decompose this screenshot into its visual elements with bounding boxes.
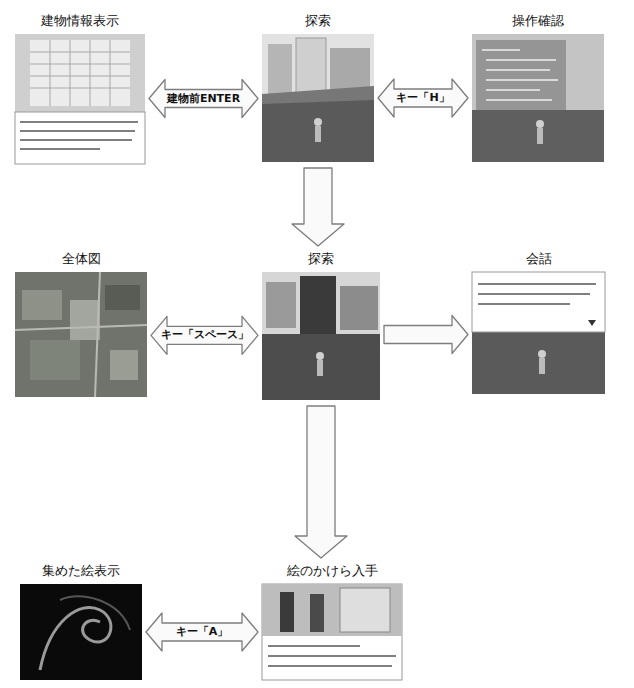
screen-title: 集めた絵表示 xyxy=(20,562,142,582)
conversation-screenshot xyxy=(472,272,605,394)
map-screenshot xyxy=(15,272,147,397)
block-arrow xyxy=(384,316,468,354)
screen-node: 会話 xyxy=(472,250,605,394)
screen-title: 会話 xyxy=(472,250,605,270)
screen-title: 操作確認 xyxy=(472,12,604,32)
screen-node: 集めた絵表示 xyxy=(20,562,142,680)
screen-title: 絵のかけら入手 xyxy=(262,562,402,582)
block-arrow xyxy=(295,406,347,558)
key-label: キー「A」 xyxy=(174,625,231,639)
screen-node: 建物情報表示 xyxy=(15,12,145,164)
block-arrow xyxy=(146,613,258,651)
controls-screenshot xyxy=(472,34,604,162)
block-arrow xyxy=(378,79,468,117)
screen-node: 探索 xyxy=(262,250,380,400)
explore-screenshot xyxy=(262,272,380,400)
building-screenshot xyxy=(15,34,145,164)
block-arrow xyxy=(149,80,258,118)
screen-node: 操作確認 xyxy=(472,12,604,162)
piece-screenshot xyxy=(262,584,402,680)
block-arrow xyxy=(151,316,258,354)
key-label: キー「スペース」 xyxy=(159,328,251,342)
block-arrow xyxy=(292,168,344,246)
key-label: 建物前ENTER xyxy=(165,92,242,106)
key-label: キー「H」 xyxy=(394,91,451,105)
screen-title: 探索 xyxy=(262,12,374,32)
screen-title: 探索 xyxy=(262,250,380,270)
screen-title: 全体図 xyxy=(15,250,147,270)
picture-screenshot xyxy=(20,584,142,680)
screen-node: 探索 xyxy=(262,12,374,162)
explore-screenshot xyxy=(262,34,374,162)
screen-title: 建物情報表示 xyxy=(15,12,145,32)
screen-node: 全体図 xyxy=(15,250,147,397)
screen-node: 絵のかけら入手 xyxy=(262,562,402,680)
